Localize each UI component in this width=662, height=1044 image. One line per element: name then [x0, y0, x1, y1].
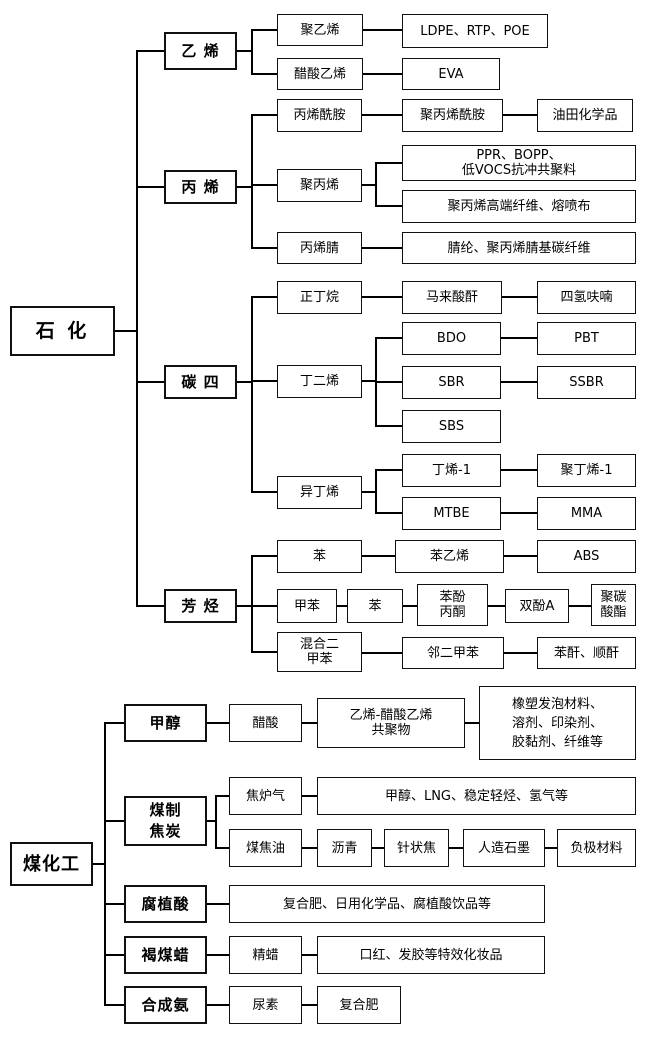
node-sbs: SBS — [402, 410, 501, 443]
node-eva-copolymer: 乙烯-醋酸乙烯 共聚物 — [317, 698, 465, 748]
node-juyixi: 聚乙烯 — [277, 14, 363, 46]
node-pbt: PBT — [537, 322, 636, 355]
node-hunhe: 混合二 甲苯 — [277, 632, 362, 672]
node-ju-bingxi-xianan: 聚丙烯酰胺 — [402, 99, 503, 132]
node-fuzhisuan: 腐植酸 — [124, 885, 207, 923]
node-jubingxi: 聚丙烯 — [277, 169, 362, 202]
node-jiaben: 甲苯 — [277, 589, 337, 623]
node-bingxijing: 丙烯腈 — [277, 232, 362, 264]
node-cusuan-yixi: 醋酸乙烯 — [277, 58, 363, 90]
node-mma: MMA — [537, 497, 636, 530]
node-sigingfunan: 四氢呋喃 — [537, 281, 636, 314]
node-fuhefei2: 复合肥 — [317, 986, 401, 1024]
node-niaosu: 尿素 — [229, 986, 302, 1024]
node-yixi: 乙 烯 — [164, 32, 237, 70]
node-shihua: 石 化 — [10, 306, 115, 356]
node-jutansuanzhi: 聚碳 酸酯 — [591, 584, 636, 626]
node-sbr: SBR — [402, 366, 501, 399]
node-ben2: 苯 — [347, 589, 403, 623]
node-fuji: 负极材料 — [557, 829, 636, 867]
node-jiachun: 甲醇 — [124, 704, 207, 742]
node-bingxi: 丙 烯 — [164, 170, 237, 204]
node-dingerxi: 丁二烯 — [277, 365, 362, 398]
node-cusuan: 醋酸 — [229, 704, 302, 742]
node-youtian: 油田化学品 — [537, 99, 633, 132]
node-meihuagong: 煤化工 — [10, 842, 93, 886]
node-meizhi: 煤制 焦炭 — [124, 796, 207, 846]
node-abs: ABS — [537, 540, 636, 573]
node-bingxi-xianan: 丙烯酰胺 — [277, 99, 362, 132]
node-jinglun: 腈纶、聚丙烯腈基碳纤维 — [402, 232, 636, 264]
node-mtbe: MTBE — [402, 497, 501, 530]
node-fangting: 芳 烃 — [164, 589, 237, 623]
node-hechengan: 合成氨 — [124, 986, 207, 1024]
node-shuangfen: 双酚A — [505, 589, 569, 623]
node-ppr: PPR、BOPP、 低VOCS抗冲共聚料 — [402, 145, 636, 181]
node-ssbr: SSBR — [537, 366, 636, 399]
node-dingxi1: 丁烯-1 — [402, 454, 501, 487]
node-hemeila: 褐煤蜡 — [124, 936, 207, 974]
node-fuhefei1: 复合肥、日用化学品、腐植酸饮品等 — [229, 885, 545, 923]
node-ldpe: LDPE、RTP、POE — [402, 14, 548, 48]
node-benyixi: 苯乙烯 — [395, 540, 504, 573]
node-kouhong: 口红、发胶等特效化妆品 — [317, 936, 545, 974]
node-bdo: BDO — [402, 322, 501, 355]
node-eva: EVA — [402, 58, 500, 90]
node-gaoduan: 聚丙烯高端纤维、熔喷布 — [402, 190, 636, 223]
node-jingla: 精蜡 — [229, 936, 302, 974]
node-xiangsu: 橡塑发泡材料、 溶剂、印染剂、 胶黏剂、纤维等 — [479, 686, 636, 760]
node-judingxi1: 聚丁烯-1 — [537, 454, 636, 487]
node-meijiaoyou: 煤焦油 — [229, 829, 302, 867]
node-ben1: 苯 — [277, 540, 362, 573]
node-malaisuangan: 马来酸酐 — [402, 281, 502, 314]
node-tansi: 碳 四 — [164, 365, 237, 399]
node-zhengdingwan: 正丁烷 — [277, 281, 362, 314]
node-benfen: 苯酚 丙酮 — [417, 584, 488, 626]
node-zhenzhuangjiao: 针状焦 — [384, 829, 449, 867]
node-lingerjiaben: 邻二甲苯 — [402, 637, 504, 669]
node-yidingxi: 异丁烯 — [277, 476, 362, 509]
node-renzao: 人造石墨 — [463, 829, 545, 867]
node-bengan: 苯酐、顺酐 — [537, 637, 636, 669]
node-jiaoluqi: 焦炉气 — [229, 777, 302, 815]
node-liqing: 沥青 — [317, 829, 372, 867]
node-jiachun-lng: 甲醇、LNG、稳定轻烃、氢气等 — [317, 777, 636, 815]
